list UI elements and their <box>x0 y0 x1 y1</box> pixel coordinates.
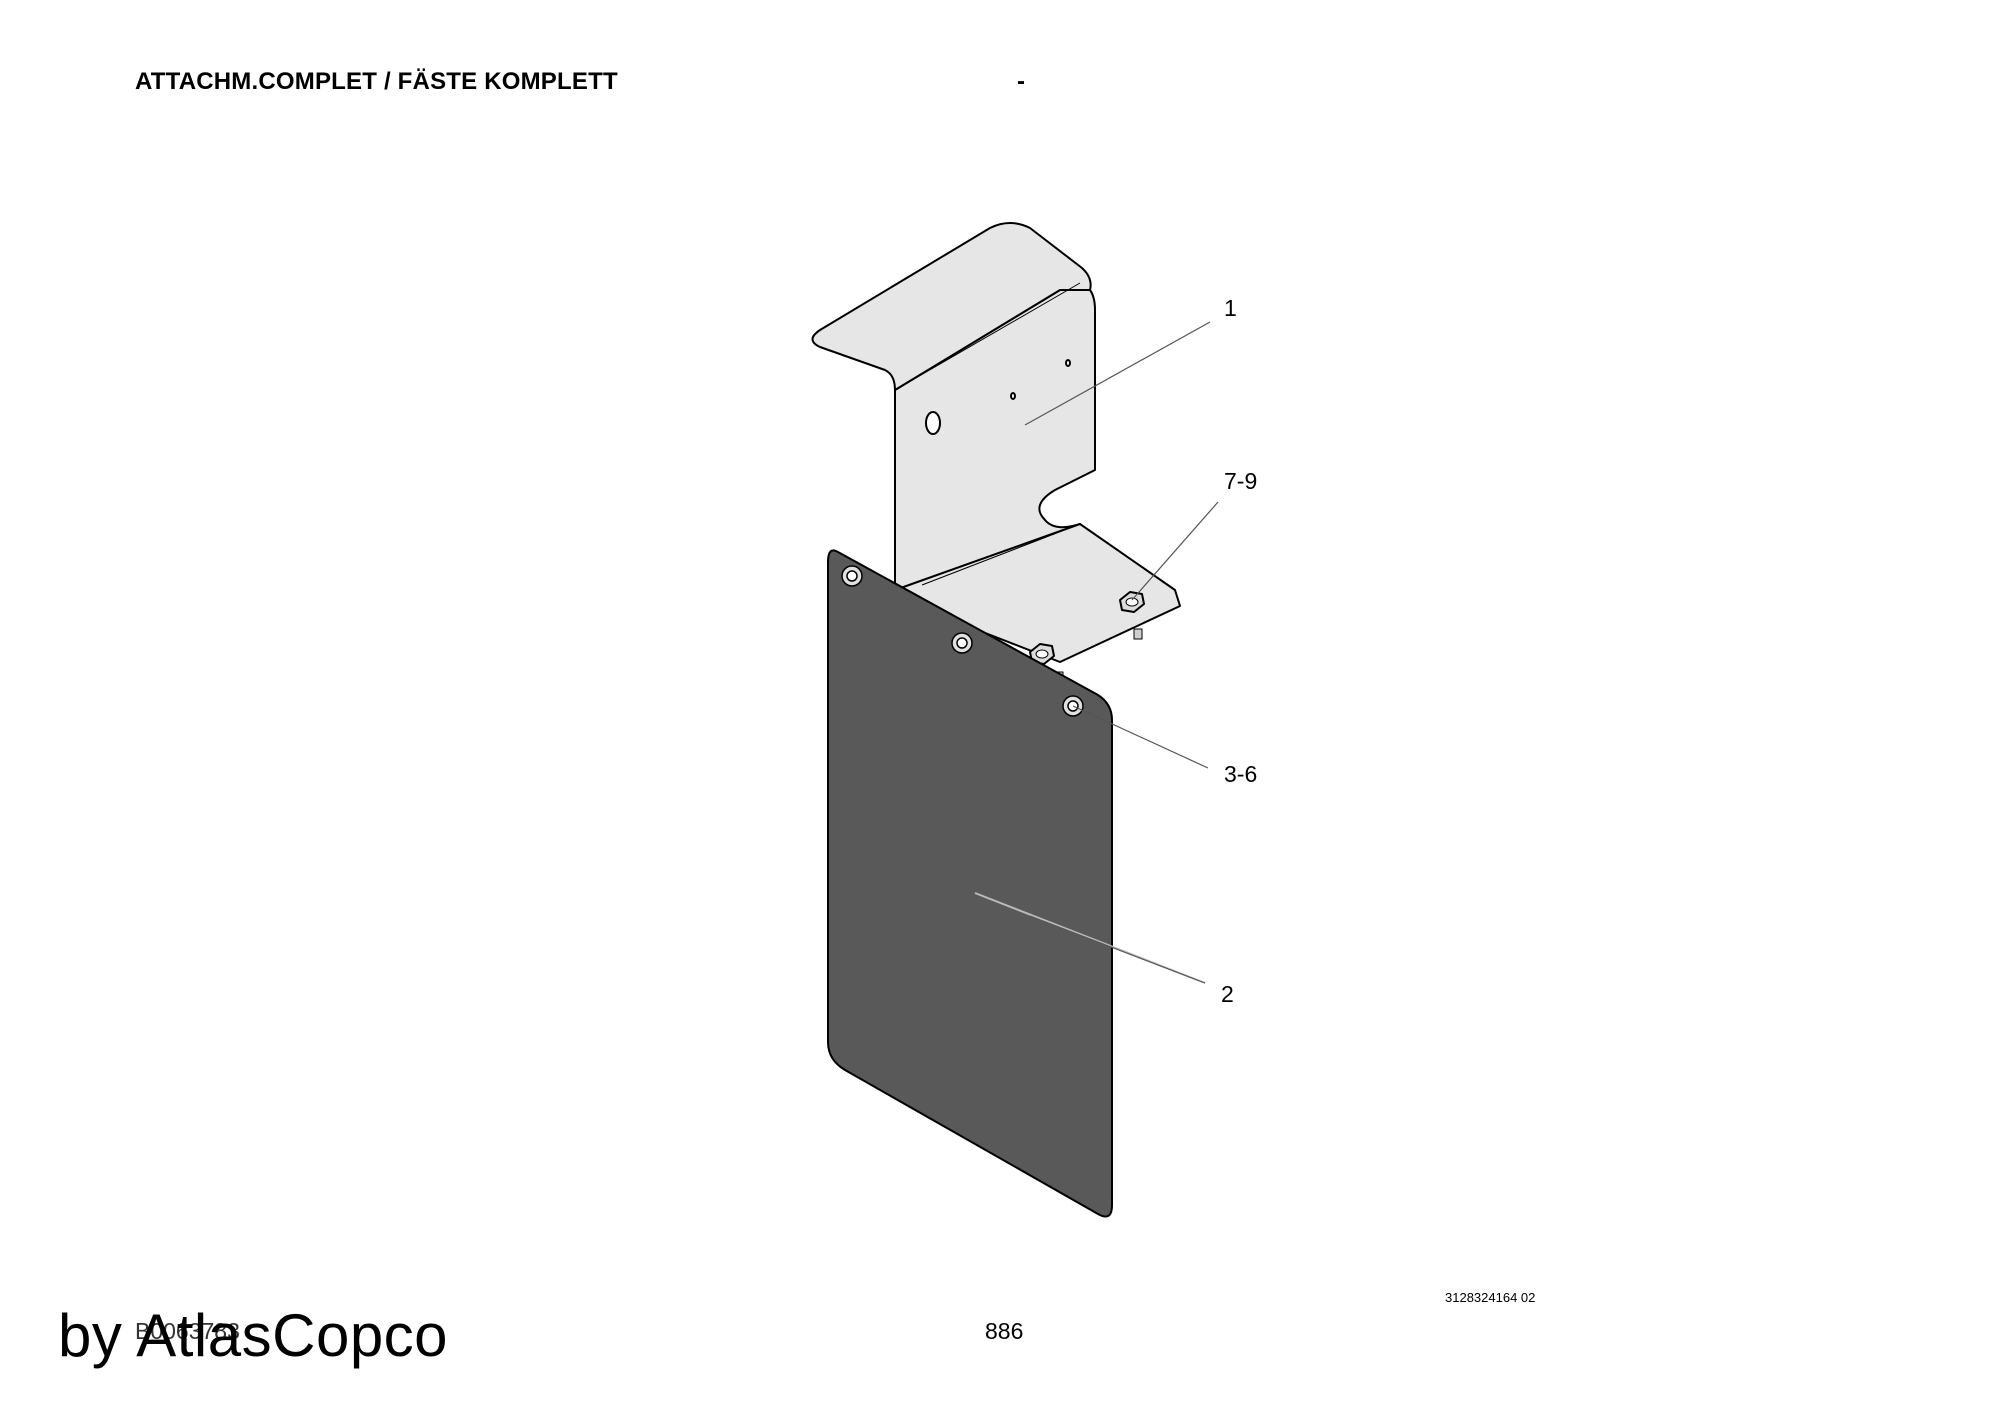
mudflap-bolt-1 <box>841 565 863 587</box>
page-number: 886 <box>985 1318 1024 1344</box>
bracket-bolt-1 <box>1119 591 1145 613</box>
mudflap-plate <box>827 549 1113 1218</box>
bracket-hole-small-1 <box>1010 392 1016 400</box>
callout-part-1: 1 <box>1224 295 1237 321</box>
drawing-id: 3128324164 02 <box>1445 1290 1536 1305</box>
leader-line-7-9 <box>1131 501 1219 601</box>
page-title: ATTACHM.COMPLET / FÄSTE KOMPLETT <box>135 68 618 95</box>
bracket-fold-line-bottom <box>921 523 1081 586</box>
leader-lines <box>974 321 1219 984</box>
bracket-fold-line-top <box>894 282 1081 391</box>
doc-code: B0063783 <box>135 1318 240 1344</box>
callout-part-2: 2 <box>1221 981 1234 1007</box>
bolt-stud-1 <box>1133 628 1143 640</box>
bracket-part <box>811 222 1181 683</box>
bracket-hole-large <box>925 411 941 435</box>
mudflap-bolt-2 <box>951 632 973 654</box>
bracket-top-flange <box>811 222 1092 391</box>
leader-line-1 <box>1024 321 1211 426</box>
mudflap-part <box>827 549 1113 1218</box>
callout-part-3-6: 3-6 <box>1224 761 1257 787</box>
brand-watermark: by AtlasCopco <box>58 1302 449 1369</box>
callout-part-7-9: 7-9 <box>1224 468 1257 494</box>
mudflap-bolt-3 <box>1062 695 1084 717</box>
leader-line-3-6 <box>1072 705 1209 769</box>
bracket-hole-small-2 <box>1065 359 1071 367</box>
header-dash: - <box>1017 68 1025 95</box>
